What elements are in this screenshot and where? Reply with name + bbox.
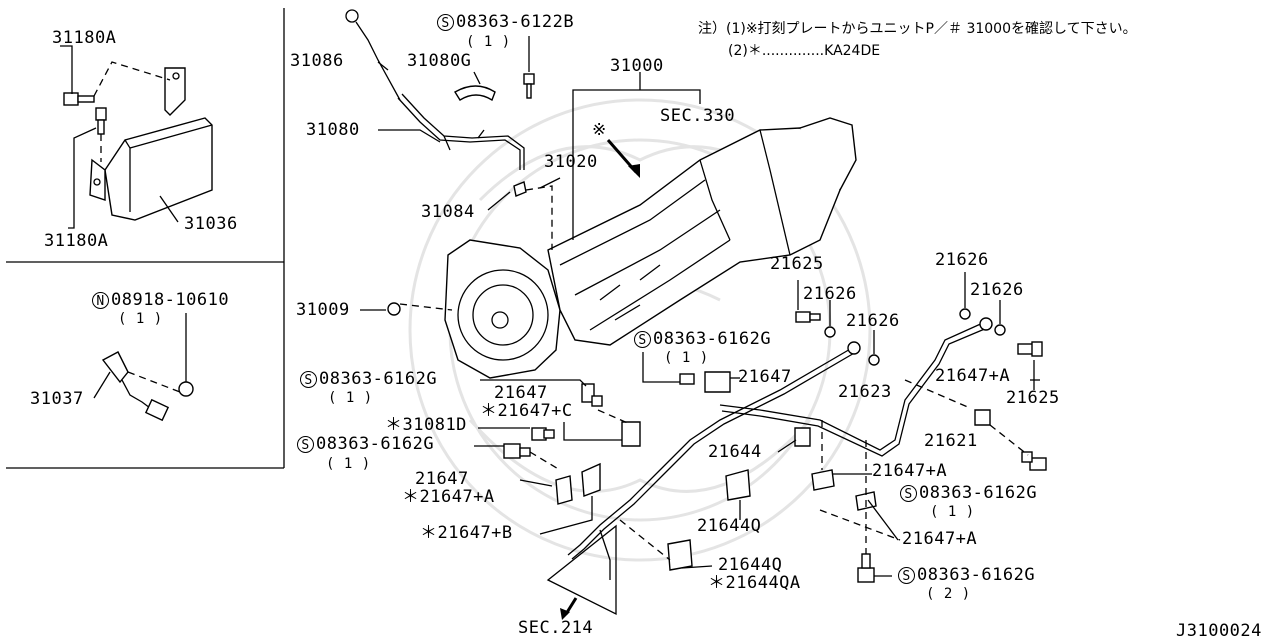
seal-31084 [513, 181, 527, 197]
qty-6162g-a: ( 1 ) [664, 350, 709, 366]
sensor-31037 [101, 351, 194, 422]
label-31080: 31080 [306, 120, 360, 140]
label-21647a-c: ＊21647+A [402, 487, 495, 507]
label-21647b: ＊21647+B [420, 523, 513, 543]
label-21625-b: 21625 [1006, 388, 1060, 408]
filler-tube-31080 [397, 93, 525, 170]
clamp-31080g [454, 85, 496, 102]
cooler-pipe-21623 [567, 341, 861, 560]
label-31180a-top: 31180A [52, 28, 117, 48]
label-21644q-a: 21644Q [697, 516, 762, 536]
label-21644q-b: 21644Q [718, 555, 783, 575]
label-31020: 31020 [544, 152, 598, 172]
label-21626-b: 21626 [846, 311, 900, 331]
label-21647c: ＊21647+C [480, 401, 573, 421]
label-21647-b: 21647 [494, 383, 548, 403]
label-31180a-bottom: 31180A [44, 231, 109, 251]
s-symbol-icon: S [898, 566, 915, 584]
bolt-21625-right [1017, 341, 1043, 357]
transmission-assembly-31000 [444, 117, 857, 379]
label-21647a-d: 21647+A [902, 529, 978, 549]
label-21625-a: 21625 [770, 254, 824, 274]
qty-6122b: ( 1 ) [466, 34, 511, 50]
s-symbol-icon: S [900, 484, 917, 502]
label-21626-c: 21626 [935, 250, 989, 270]
oil-cooler-31036 [89, 67, 213, 221]
label-21647a-b: 21647+A [872, 461, 948, 481]
s-symbol-icon: S [300, 370, 317, 388]
note-line-2: (2)＊..............KA24DE [728, 43, 881, 59]
dipstick-31086 [345, 9, 401, 101]
label-31009: 31009 [296, 300, 350, 320]
label-21626-d: 21626 [970, 280, 1024, 300]
qty-6162g-c: ( 1 ) [326, 456, 371, 472]
clip-21647-lower [555, 462, 601, 505]
clip-21647a-mid [811, 469, 835, 491]
label-21647-c: 21647 [415, 469, 469, 489]
clip-21644q-a [725, 469, 751, 501]
diagram-code: J3100024 [1176, 621, 1262, 641]
label-31081d: ＊31081D [385, 415, 467, 435]
clip-21644q-b [667, 539, 693, 571]
label-31037: 31037 [30, 389, 84, 409]
qty-6162g-b: ( 1 ) [328, 390, 373, 406]
s-symbol-icon: S [297, 435, 314, 453]
label-31084: 31084 [421, 202, 475, 222]
label-21644qa: ＊21644QA [708, 573, 801, 593]
bolt-6162g-a [581, 383, 603, 407]
s-symbol-icon: S [634, 330, 651, 348]
label-31000: 31000 [610, 56, 664, 76]
label-21623: 21623 [838, 382, 892, 402]
bolt-31180a-top [63, 92, 95, 106]
bolt-21625-upper [795, 311, 821, 323]
qty-6162g-d: ( 1 ) [930, 504, 975, 520]
bolt-31180a-bottom [95, 107, 107, 135]
n-symbol-icon: N [92, 291, 109, 309]
qty-08918: ( 1 ) [118, 311, 163, 327]
bolt-6162g-right [1021, 451, 1047, 471]
label-31080g: 31080G [407, 51, 472, 71]
label-21647a-a: 21647+A [935, 366, 1011, 386]
label-31086: 31086 [290, 51, 344, 71]
label-21626-a: 21626 [803, 284, 857, 304]
bolt-6162g-c [503, 443, 531, 459]
clip-21647a-right [974, 409, 991, 426]
star-mark: ※ [592, 120, 607, 140]
label-21644: 21644 [708, 442, 762, 462]
note-line-1: 注）(1)※打刻プレートからユニットP／＃ 31000を確認して下さい。 [698, 21, 1137, 37]
qty-6162g-e: ( 2 ) [926, 586, 971, 602]
clip-21644 [794, 427, 811, 447]
label-31036: 31036 [184, 214, 238, 234]
clip-21647c [621, 421, 641, 447]
label-sec214: SEC.214 [518, 618, 594, 638]
cooler-pipe-21621 [719, 317, 993, 457]
label-21621: 21621 [924, 431, 978, 451]
label-sec330: SEC.330 [660, 106, 736, 126]
bolt-31081d [531, 427, 555, 441]
bolt-31009 [387, 302, 401, 316]
bolt-6162g-bottom [857, 553, 875, 583]
bolt-08363-6122b [523, 73, 535, 99]
s-symbol-icon: S [437, 13, 454, 31]
bolt-21647-upper [679, 373, 695, 385]
label-21647-a: 21647 [738, 367, 792, 387]
clip-21647-upper [704, 371, 731, 393]
